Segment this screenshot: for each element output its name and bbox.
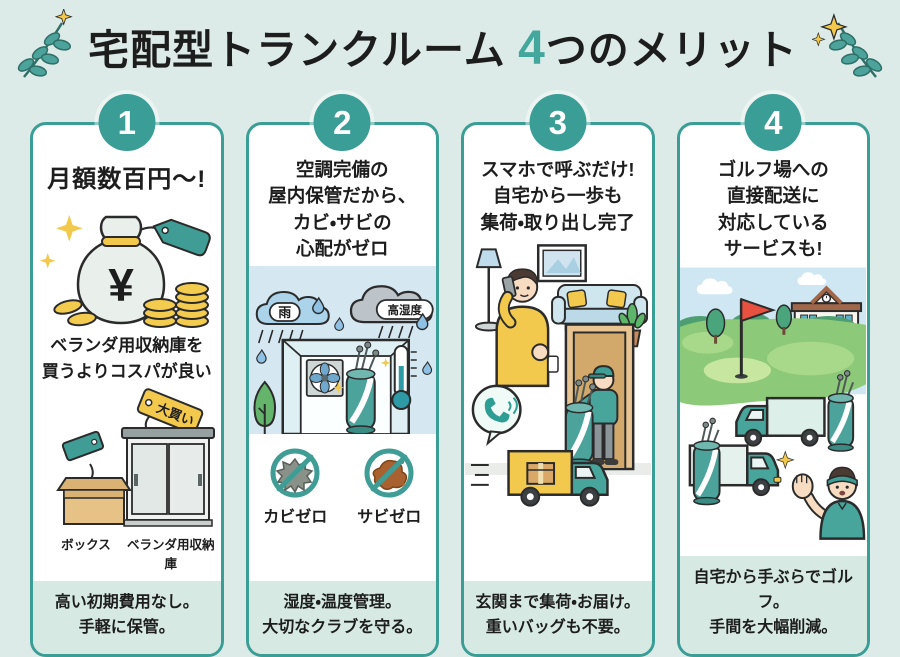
golf-bag-icon: [827, 370, 855, 452]
title-prefix: 宅配型トランクルーム: [88, 27, 519, 73]
rain-cloud-icon: 雨: [255, 291, 330, 344]
small-price-tag-icon: [61, 430, 104, 462]
sparkle-icon: [54, 9, 73, 26]
golfer-icon: [792, 466, 866, 540]
shed-label: ベランダ用収納庫: [126, 538, 215, 572]
number-badge-1: 1: [98, 94, 156, 151]
storage-box-icon: [55, 430, 132, 526]
sparkle-icon: [819, 12, 848, 41]
waving-hand: [792, 473, 814, 500]
card-body-1: 月額数百円〜! ¥: [30, 122, 224, 657]
leaf-branch-right-icon: [811, 12, 882, 78]
card-body-3: スマホで呼ぶだけ! 自宅から一歩も 集荷・取り出し完了: [461, 122, 655, 657]
card-2-heading: 空調完備の 屋内保管だから、 カビ・サビの 心配がゼロ: [268, 159, 417, 259]
coins-icon: [53, 282, 209, 329]
golf-flag-icon: [735, 297, 777, 379]
merit-card-2: 2 空調完備の 屋内保管だから、 カビ・サビの 心配がゼロ 雨: [245, 94, 439, 657]
phone-call-bubble-icon: [471, 384, 522, 446]
tree-icon: [775, 304, 793, 335]
shed-icon: [120, 427, 215, 527]
svg-text:雨: 雨: [278, 305, 291, 320]
big-purchase-tag-icon: 大買い: [136, 388, 204, 435]
mold-zero-icon: [270, 448, 320, 498]
sparkle-icon: [55, 215, 83, 242]
truck-upper-icon: [735, 396, 826, 447]
number-badge-3: 3: [529, 94, 587, 151]
merit-cards: 1 月額数百円〜!: [30, 94, 870, 657]
storage-room-illustration: 雨 高湿度: [248, 266, 436, 435]
svg-text:高湿度: 高湿度: [387, 303, 422, 317]
number-badge-4: 4: [744, 94, 802, 151]
card-body-2: 空調完備の 屋内保管だから、 カビ・サビの 心配がゼロ 雨 高: [245, 122, 439, 657]
golf-course-illustration: [680, 267, 867, 540]
header: 宅配型トランクルーム 4つのメリット: [0, 0, 900, 82]
number-badge-2: 2: [313, 94, 371, 151]
title-suffix: つのメリット: [545, 27, 798, 73]
package-box-icon: [526, 461, 555, 485]
card-4-caption: 自宅から手ぶらでゴルフ。 手間を大幅削減。: [679, 556, 867, 655]
mold-zero-item: カビゼロ: [263, 446, 327, 527]
merit-card-4: 4 ゴルフ場への 直接配送に 対応している サービスも!: [676, 94, 870, 657]
card-1-mid-text: ベランダ用収納庫を 買うよりコスパが良い: [41, 336, 212, 381]
price-tag-icon: [137, 218, 211, 257]
thermometer-icon: [390, 345, 417, 411]
golf-bag-icon: [345, 341, 379, 435]
delivery-truck-icon: [470, 449, 609, 507]
card-3-heading: スマホで呼ぶだけ! 自宅から一歩も 集荷・取り出し完了: [480, 159, 635, 233]
raindrops-icon: [255, 296, 432, 376]
money-bag-icon: ¥: [76, 215, 166, 325]
card-1-heading: 月額数百円〜!: [47, 166, 207, 193]
page-title: 宅配型トランクルーム 4つのメリット: [88, 16, 798, 76]
sparkle-icon: [811, 31, 826, 47]
cloud-icon: [697, 272, 827, 295]
picture-frame-icon: [536, 243, 587, 283]
title-accent-number: 4: [518, 22, 546, 75]
money-bag-illustration: ¥: [39, 215, 211, 329]
yen-symbol: ¥: [108, 259, 134, 311]
card-3-caption: 玄関まで集荷・お届け。 重いバッグも不要。: [464, 580, 652, 655]
sparkle-icon: [39, 253, 56, 269]
sparkle-icon: [332, 382, 344, 394]
person-on-phone-icon: [495, 268, 550, 387]
card-body-4: ゴルフ場への 直接配送に 対応している サービスも!: [676, 122, 870, 657]
rust-zero-icon: [364, 448, 414, 498]
home-pickup-illustration: [464, 243, 651, 507]
golf-bag-icon: [693, 417, 721, 506]
merit-card-3: 3 スマホで呼ぶだけ! 自宅から一歩も 集荷・取り出し完了: [461, 94, 655, 657]
card-1-caption: 高い初期費用なし。 手軽に保管。: [33, 580, 221, 655]
merit-card-1: 1 月額数百円〜!: [30, 94, 224, 657]
leaf-branch-left-icon: [17, 9, 73, 78]
box-label: ボックス: [61, 538, 111, 553]
card-2-caption: 湿度・温度管理。 大切なクラブを守る。: [248, 580, 436, 655]
rust-zero-label: サビゼロ: [357, 509, 422, 527]
card-1-item-labels: ボックス ベランダ用収納庫: [33, 534, 221, 576]
tree-icon: [706, 308, 726, 344]
tree-icon: [252, 380, 276, 435]
humidity-cloud-icon: 高湿度: [349, 285, 434, 339]
mold-zero-label: カビゼロ: [263, 509, 328, 527]
golf-bag-at-door-icon: [564, 375, 596, 468]
card-2-zero-row: カビゼロ サビゼロ: [249, 434, 437, 531]
sparkle-icon: [380, 358, 391, 368]
sparkle-icon: [776, 450, 795, 470]
card-4-heading: ゴルフ場への 直接配送に 対応している サービスも!: [717, 159, 829, 259]
rust-zero-item: サビゼロ: [357, 446, 421, 527]
box-vs-shed-illustration: 大買い: [55, 388, 215, 527]
ventilation-fan-icon: [305, 359, 344, 397]
